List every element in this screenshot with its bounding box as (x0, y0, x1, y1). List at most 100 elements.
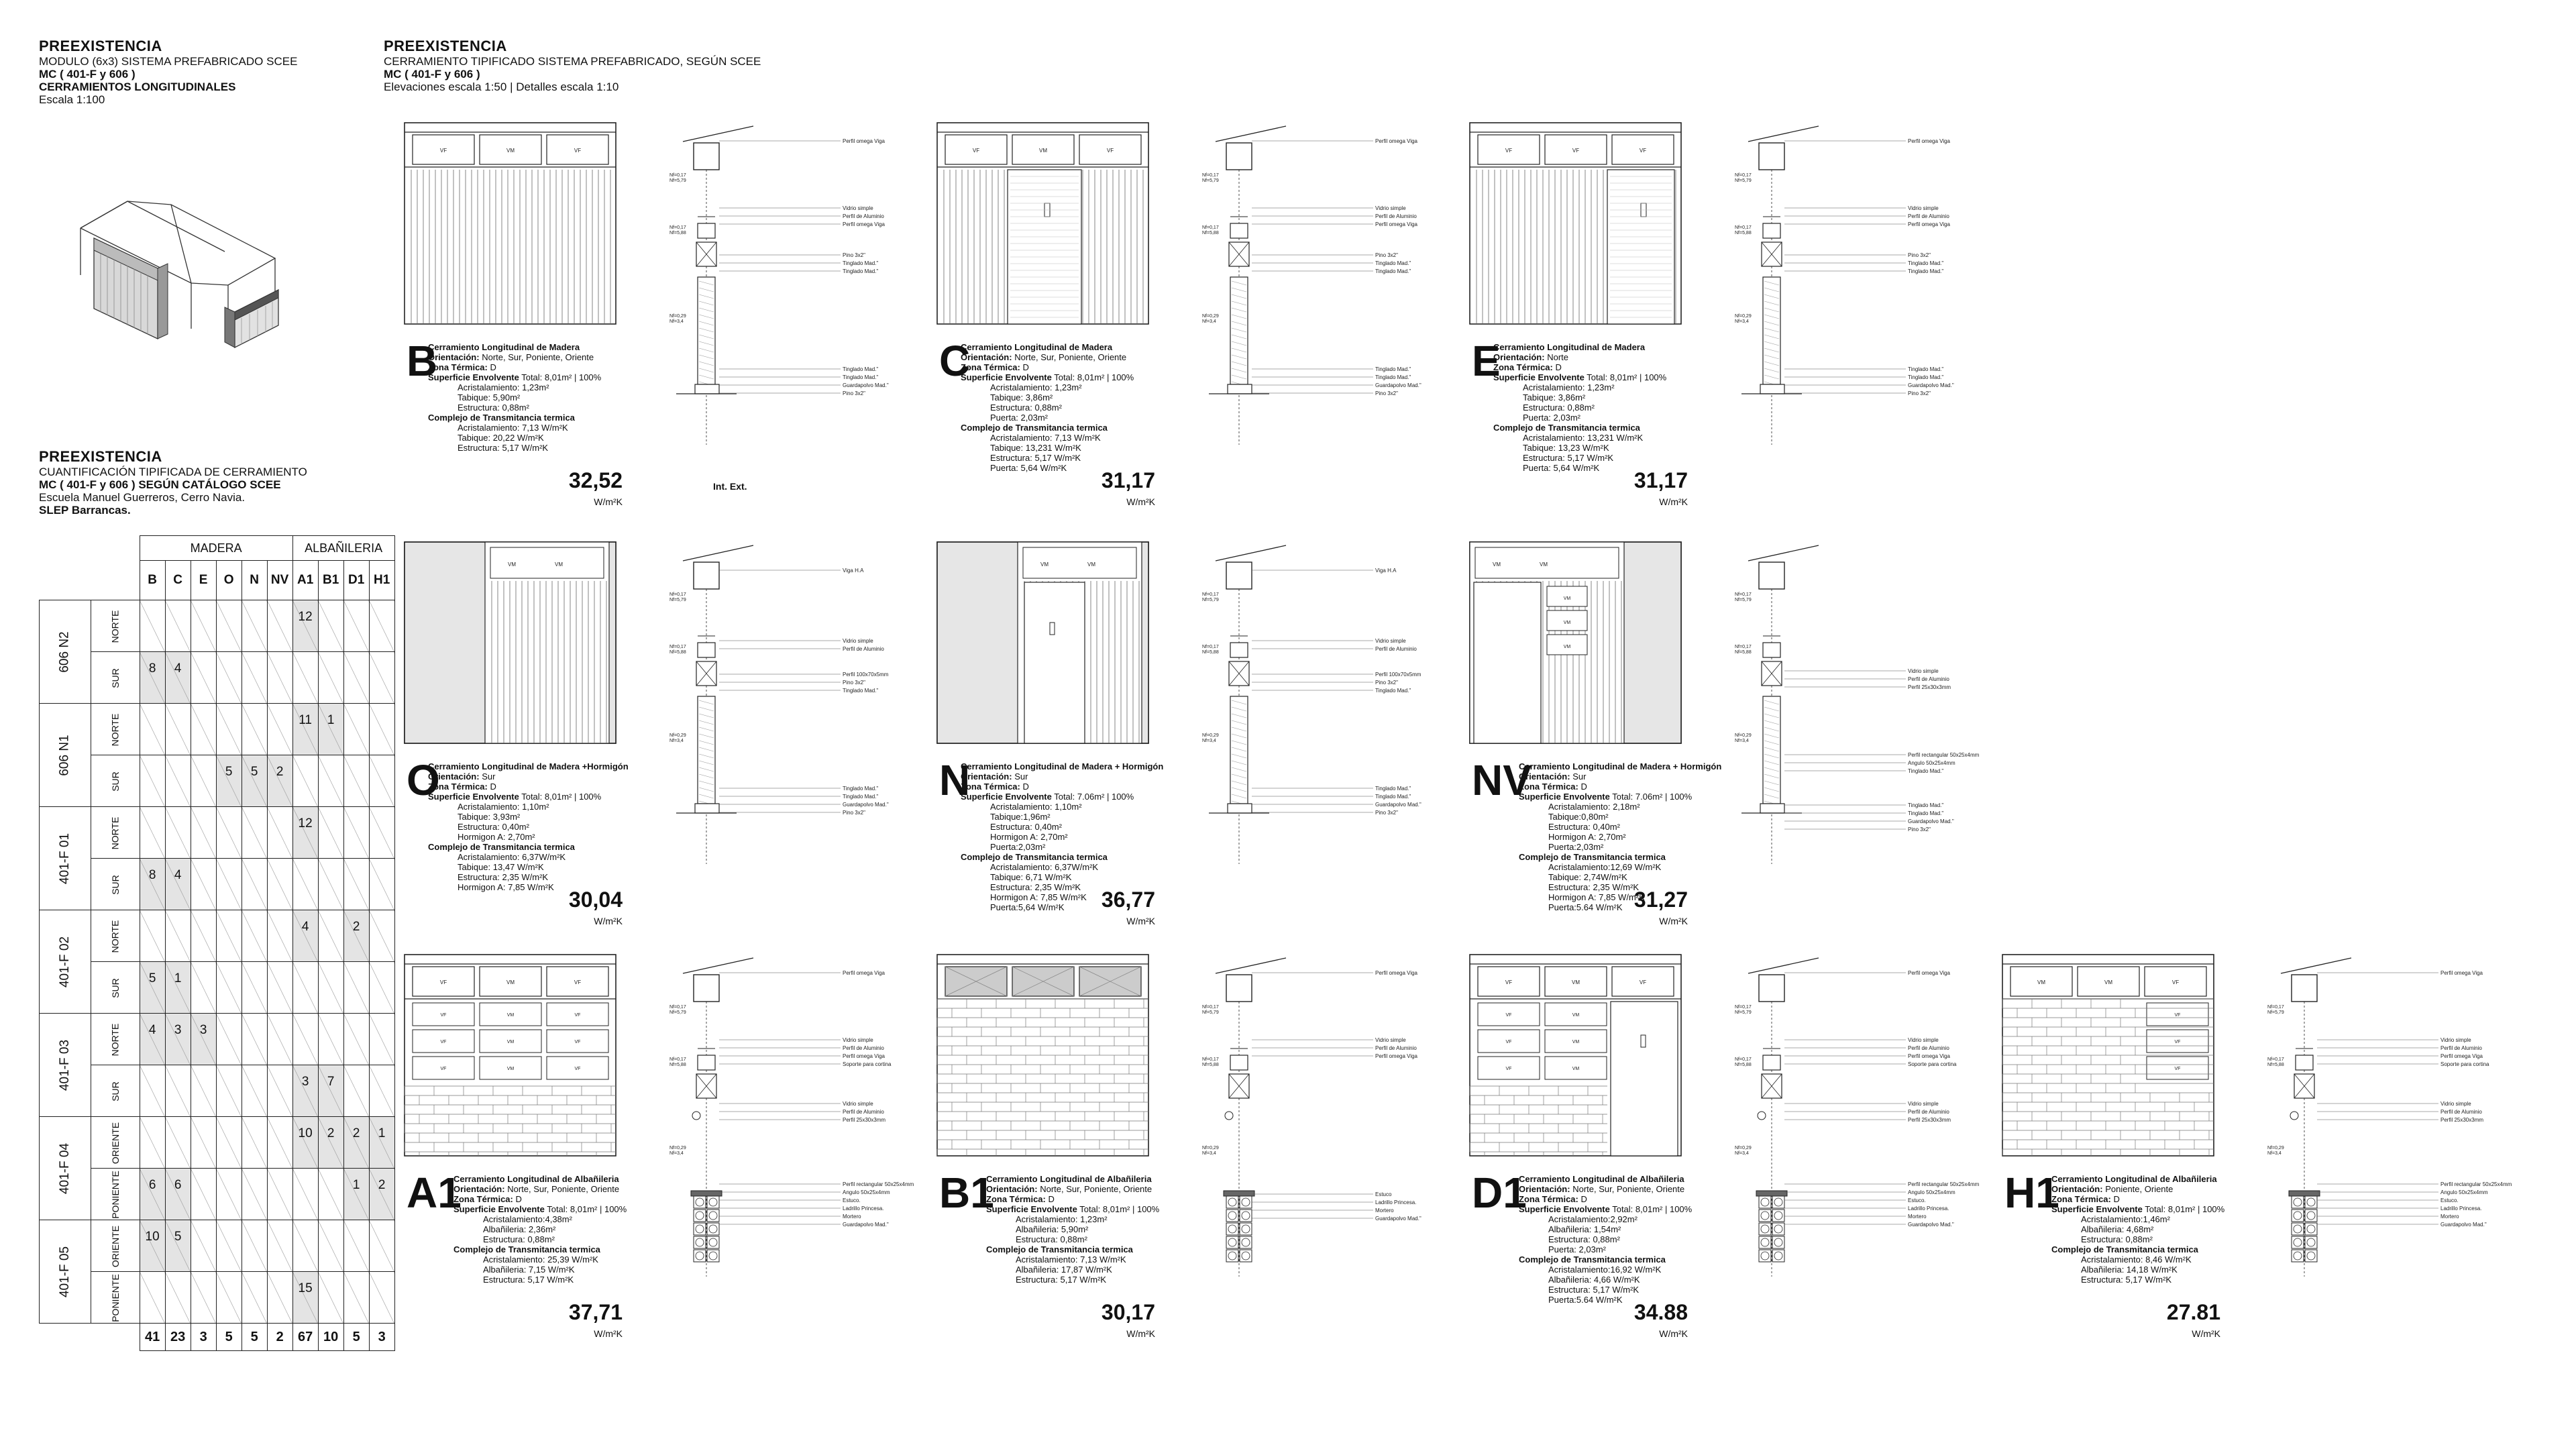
window-pane (1022, 547, 1137, 579)
siding-hatch (1231, 354, 1247, 360)
siding-hatch (698, 706, 714, 712)
spec-item: Puerta:2,03m² (1548, 842, 1604, 852)
spec-sup-row: Superficie Envolvente Total: 8,01m² | 10… (2051, 1204, 2224, 1214)
matrix-cell (317, 910, 344, 962)
siding-hatch (1231, 280, 1247, 286)
detail-label: Tinglado Mad." (1375, 268, 1411, 274)
siding-hatch (1764, 321, 1780, 326)
level-label: Nf=0,29 (1202, 733, 1219, 738)
matrix-cell (215, 1116, 242, 1169)
detail-label: Pino 3x2" (843, 252, 865, 258)
spec-zona-value: D (490, 362, 496, 372)
spec-item: Acristalamiento: 1,10m² (990, 802, 1082, 812)
spec-trans-item: Acristalamiento:12,69 W/m²K (1548, 862, 1662, 872)
level-label: Nf=5,88 (1735, 650, 1752, 655)
spec-zona-value: D (2113, 1194, 2120, 1204)
level-label: Nf=0,17 (669, 1005, 686, 1010)
beam-section (693, 142, 720, 170)
matrix-cell (164, 600, 191, 652)
matrix-cell (241, 910, 268, 962)
siding-hatch (1764, 314, 1780, 319)
matrix-cell: 8 (139, 858, 166, 910)
matrix-cell (241, 1013, 268, 1065)
matrix-cell (317, 1168, 344, 1220)
detail-label: Perfil de Aluminio (1908, 676, 1949, 682)
level-label: Nf=0,29 (1735, 314, 1752, 319)
detail-label: Guardapolvo Mad." (1375, 802, 1421, 808)
matrix-cell (292, 651, 319, 704)
matrix-cell (241, 1065, 268, 1117)
matrix-cell: 10 (139, 1220, 166, 1272)
matrix-cell: 15 (292, 1271, 319, 1324)
matrix-cell (190, 1065, 217, 1117)
brick-hole (1774, 1211, 1783, 1220)
siding-hatch (698, 780, 714, 786)
spec-item: Acristalamiento: 1,23m² (990, 382, 1082, 392)
brick-hole (708, 1197, 718, 1207)
spec-zona-label: Zona Térmica: (1519, 782, 1578, 792)
detail-label: Perfil de Aluminio (1375, 1045, 1417, 1051)
spec-orient-label: Orientación: (1519, 1184, 1570, 1194)
brick-hole (695, 1197, 704, 1207)
siding-hatch (1764, 733, 1780, 739)
matrix-cell (164, 806, 191, 859)
spec-zona-row: Zona Térmica: D (1519, 782, 1721, 792)
matrix-cell: 3 (190, 1013, 217, 1065)
quant-line4: SLEP Barrancas. (39, 504, 131, 517)
spec-title: Cerramiento Longitudinal de Madera (1493, 342, 1646, 352)
window-pane (479, 966, 542, 997)
siding-hatch (1764, 347, 1780, 353)
matrix-cell (292, 858, 319, 910)
detail-label: Angulo 50x25x4mm (2440, 1189, 2488, 1195)
level-label: Nf=0,17 (1735, 592, 1752, 597)
spec-item: Albañileria: 5,90m² (1016, 1224, 1089, 1234)
siding-hatch (1231, 321, 1247, 326)
window-tag: VF (574, 979, 581, 985)
window-pane (945, 134, 1008, 165)
spec-trans-item: Acristalamiento: 13,231 W/m²K (1523, 433, 1644, 443)
window-tag: VM (1564, 596, 1571, 601)
siding-hatch (698, 287, 714, 292)
detail-label: Vidrio simple (1908, 1101, 1939, 1107)
spec-zona-label: Zona Térmica: (961, 362, 1020, 372)
matrix-cell (266, 1013, 293, 1065)
detail-label: Vidrio simple (1908, 205, 1939, 211)
roof-line (1215, 545, 1287, 561)
spec-item: Estructura: 0,88m² (1523, 402, 1595, 413)
detail-label: Perfil rectangular 50x25x4mm (1908, 752, 1980, 758)
spec-title: Cerramiento Longitudinal de Madera +Horm… (428, 761, 629, 771)
u-unit: W/m²K (594, 916, 623, 926)
spec-sup-value: Total: 8,01m² | 100% (521, 372, 602, 382)
brick-hole (2306, 1211, 2316, 1220)
spec-item: Estructura: 0,88m² (1548, 1234, 1620, 1244)
matrix-cell (190, 703, 217, 755)
u-value: 31,17 (1633, 468, 1688, 492)
spec-item: Puerta: 2,03m² (1523, 413, 1580, 423)
siding-hatch (1231, 327, 1247, 333)
spec-title: Cerramiento Longitudinal de Madera (428, 342, 580, 352)
curtain-support (692, 1111, 701, 1120)
matrix-corner (40, 536, 91, 600)
window-tag: VF (441, 1067, 447, 1071)
matrix-orient-text: PONIENTE (109, 1170, 121, 1219)
level-label: Nf=5,79 (669, 178, 686, 183)
detail-label: Pino 3x2" (1375, 810, 1398, 816)
spec-item: Tabique: 3,86m² (1523, 392, 1586, 402)
level-label: Nf=3,4 (669, 319, 684, 324)
window-pane (1611, 966, 1674, 997)
window-tag: VF (441, 1040, 447, 1044)
roof-line (1748, 957, 1819, 974)
detail-label: Perfil omega Viga (1375, 970, 1418, 976)
matrix-orient-text: NORTE (109, 610, 121, 643)
matrix-cell (368, 703, 395, 755)
roof-line (2280, 957, 2352, 974)
roof-line (682, 545, 754, 561)
matrix-cell: 12 (292, 600, 319, 652)
matrix-cell (368, 755, 395, 807)
panel-letter: E (1472, 337, 1501, 385)
